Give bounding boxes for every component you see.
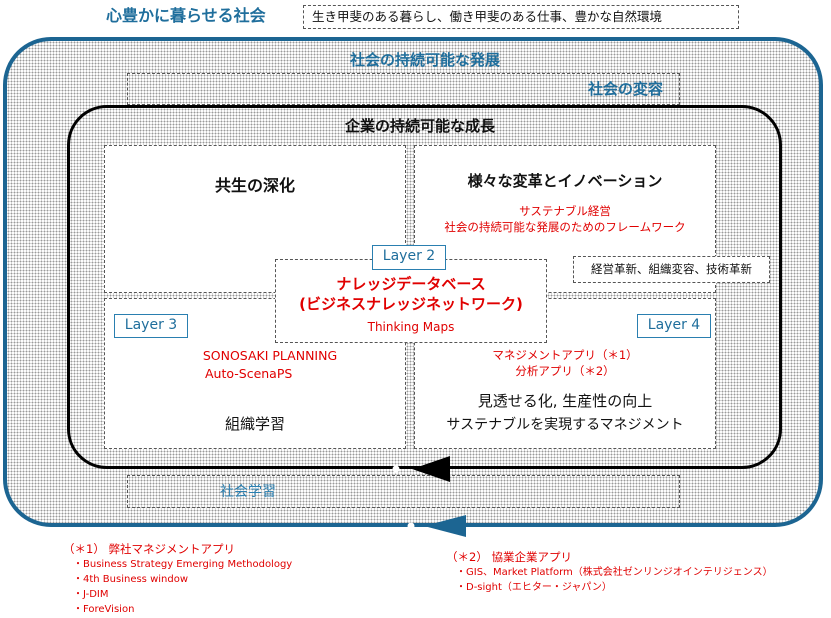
outer-cycle-node-icon bbox=[407, 522, 415, 530]
sonosaki-planning: SONOSAKI PLANNING bbox=[202, 348, 338, 363]
sustainable-management: サステナブルを実現するマネジメント bbox=[446, 417, 684, 433]
knowledge-database-box: ナレッジデータベース (ビジネスナレッジネットワーク) Thinking Map… bbox=[275, 259, 547, 343]
innovation-note: 経営革新、組織変容、技術革新 bbox=[591, 262, 752, 276]
footnote-2-item: ・GIS、Market Platform（株式会社ゼンリンジオインテリジェンス） bbox=[456, 567, 773, 578]
vision-description-box: 生き甲斐のある暮らし、働き甲斐のある仕事、豊かな自然環境 bbox=[303, 5, 739, 29]
society-change-label: 社会の変容 bbox=[587, 80, 663, 98]
coexistence-title: 共生の深化 bbox=[214, 176, 295, 195]
knowledge-db-subtitle: (ビジネスナレッジネットワーク) bbox=[299, 295, 523, 313]
analysis-app-line: 分析アプリ（＊2） bbox=[515, 364, 615, 378]
sustainable-management-line: サステナブル経営 bbox=[519, 204, 611, 218]
knowledge-db-title: ナレッジデータベース bbox=[336, 275, 486, 293]
inner-ring-title: 企業の持続可能な成長 bbox=[344, 117, 495, 135]
thinking-maps: Thinking Maps bbox=[367, 320, 455, 334]
organizational-learning: 組織学習 bbox=[224, 415, 285, 433]
visualization-productivity: 見透せる化, 生産性の向上 bbox=[477, 392, 653, 410]
footnote-1-item: ・4th Business window bbox=[73, 574, 189, 585]
management-app-line: マネジメントアプリ（＊1） bbox=[492, 348, 638, 362]
layer2-label: Layer 2 bbox=[372, 245, 446, 270]
social-learning-label: 社会学習 bbox=[220, 484, 276, 500]
social-learning-band: 社会学習 bbox=[127, 475, 680, 508]
outer-ring-title: 社会の持続可能な発展 bbox=[349, 51, 500, 69]
footnote-1: （＊1） 弊社マネジメントアプリ ・Business Strategy Emer… bbox=[63, 541, 292, 617]
footnote-2-heading: （＊2） 協業企業アプリ bbox=[446, 550, 572, 564]
innovation-title: 様々な変革とイノベーション bbox=[467, 172, 663, 190]
footnote-1-item: ・ForeVision bbox=[73, 604, 135, 615]
footnote-1-heading: （＊1） 弊社マネジメントアプリ bbox=[63, 542, 235, 556]
footnote-1-item: ・Business Strategy Emerging Methodology bbox=[73, 559, 293, 570]
vision-description: 生き甲斐のある暮らし、働き甲斐のある仕事、豊かな自然環境 bbox=[312, 9, 663, 24]
innovation-note-box: 経営革新、組織変容、技術革新 bbox=[573, 256, 770, 283]
footnote-1-item: ・J-DIM bbox=[73, 589, 109, 600]
vision-label: 心豊かに暮らせる社会 bbox=[106, 6, 266, 25]
inner-cycle-arrowhead-icon bbox=[412, 456, 450, 482]
footnote-2-item: ・D-sight（エヒター・ジャパン） bbox=[456, 582, 612, 593]
outer-cycle-arrowhead-icon bbox=[424, 515, 466, 537]
society-change-band: 社会の変容 bbox=[127, 73, 680, 105]
inner-cycle-node-icon bbox=[392, 465, 400, 473]
layer4-label: Layer 4 bbox=[637, 314, 711, 338]
footnote-2: （＊2） 協業企業アプリ ・GIS、Market Platform（株式会社ゼン… bbox=[446, 549, 773, 595]
framework-line: 社会の持続可能な発展のためのフレームワーク bbox=[444, 220, 686, 234]
auto-scenaps: Auto-ScenaPS bbox=[205, 366, 293, 381]
layer3-label: Layer 3 bbox=[114, 314, 188, 338]
